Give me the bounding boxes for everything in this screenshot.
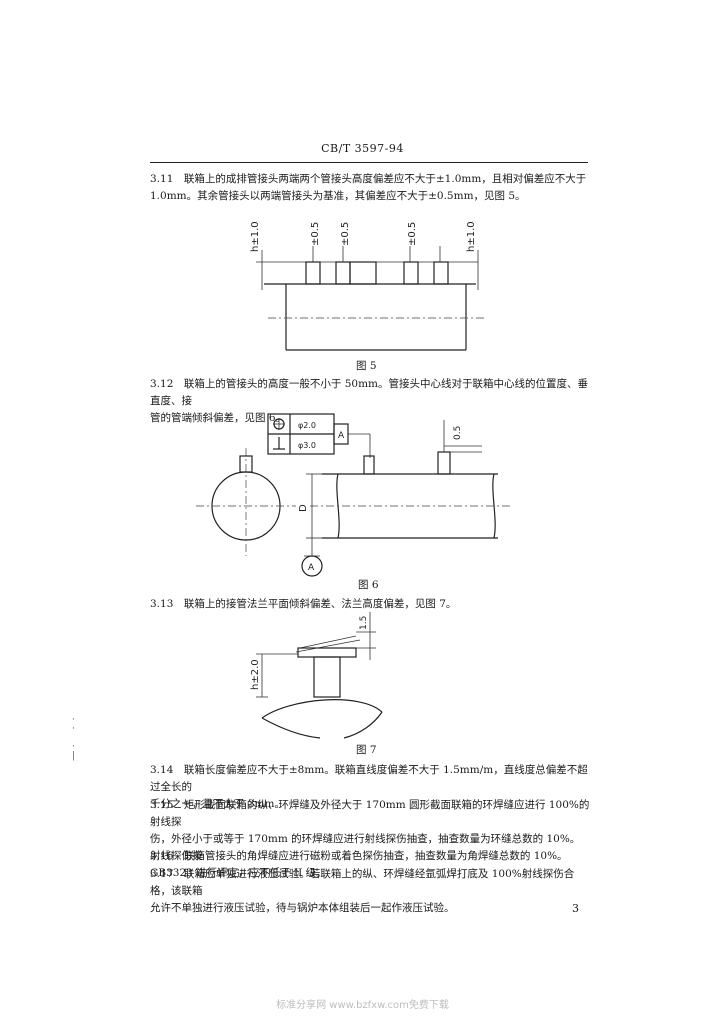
clause-3-13: 3.13 联箱上的接管法兰平面倾斜偏差、法兰高度偏差，见图 7。 — [150, 596, 590, 613]
standard-number-header: CB/T 3597-94 — [321, 142, 404, 155]
fig5-label-tol-2: ±0.5 — [340, 222, 351, 246]
fig5-label-h-left: h±1.0 — [250, 221, 261, 252]
clause-3-12-line-2: 管的管端倾斜偏差，见图 6。 — [150, 412, 287, 424]
fig6-datum-circle-label: A — [308, 563, 315, 573]
fig7-dim-h: h±2.0 — [250, 659, 261, 690]
fig6-tol-top: 0.5 — [453, 426, 463, 440]
clause-3-14-line-1: 3.14 联箱长度偏差应不大于±8mm。联箱直线度偏差不大于 1.5mm/m，直… — [150, 764, 588, 793]
clause-3-14-line-2: 千分之一，且不大于 3mm。 — [150, 798, 285, 810]
clause-3-13-line-1: 3.13 联箱上的接管法兰平面倾斜偏差、法兰高度偏差，见图 7。 — [150, 598, 457, 610]
figure-7-caption: 图 7 — [356, 744, 377, 756]
fig5-label-tol-1: ±0.5 — [310, 222, 321, 246]
clause-3-15-line-1: 3.15 矩形截面联箱的纵、环焊缝及外径大于 170mm 圆形截面联箱的环焊缝应… — [150, 799, 590, 828]
watermark-footer: 标准分享网 www.bzfxw.com免费下载 — [276, 1000, 449, 1011]
clause-3-12-line-1: 3.12 联箱上的管接头的高度一般不小于 50mm。管接头中心线对于联箱中心线的… — [150, 378, 588, 407]
clause-3-17-line-1: 3.17 联箱应单独进行液压试验。若联箱上的纵、环焊缝经氩弧焊打底及 100%射… — [150, 868, 575, 897]
margin-marks: ···| — [72, 715, 76, 761]
header-rule — [150, 162, 588, 163]
page-number: 3 — [572, 902, 579, 915]
clause-3-12: 3.12 联箱上的管接头的高度一般不小于 50mm。管接头中心线对于联箱中心线的… — [150, 376, 590, 427]
clause-3-11-line-2: 1.0mm。其余管接头以两端管接头为基准，其偏差应不大于±0.5mm，见图 5。 — [150, 190, 526, 202]
fig7-dim-top: 1.5 — [359, 616, 369, 630]
fig6-frame-row2-value: φ3.0 — [298, 441, 316, 450]
clause-3-15-line-2: 伤，外径小于或等于 170mm 的环焊缝应进行射线探伤抽查，抽查数量为环缝总数的… — [150, 833, 581, 862]
fig5-label-tol-3: ±0.5 — [407, 222, 418, 246]
fig5-label-h-right: h±1.0 — [466, 221, 477, 252]
figure-5-caption: 图 5 — [356, 360, 377, 372]
clause-3-15-line-3: GB3323 进行评定，应不低于 II 级。 — [150, 867, 327, 879]
clause-3-11: 3.11 联箱上的成排管接头两端两个管接头高度偏差应不大于±1.0mm，且相对偏… — [150, 171, 590, 205]
clause-3-16: 3.16 联箱管接头的角焊缝应进行磁粉或着色探伤抽查，抽查数量为角焊缝总数的 1… — [150, 848, 590, 865]
clause-3-14: 3.14 联箱长度偏差应不大于±8mm。联箱直线度偏差不大于 1.5mm/m，直… — [150, 762, 590, 813]
fig6-dim-d: D — [298, 504, 309, 512]
clause-3-17: 3.17 联箱应单独进行液压试验。若联箱上的纵、环焊缝经氩弧焊打底及 100%射… — [150, 866, 590, 917]
fig6-frame-row1-value: φ2.0 — [298, 421, 316, 430]
clause-3-15: 3.15 矩形截面联箱的纵、环焊缝及外径大于 170mm 圆形截面联箱的环焊缝应… — [150, 797, 590, 882]
clause-3-16-line-1: 3.16 联箱管接头的角焊缝应进行磁粉或着色探伤抽查，抽查数量为角焊缝总数的 1… — [150, 850, 568, 862]
clause-3-17-line-2: 允许不单独进行液压试验，待与锅炉本体组装后一起作液压试验。 — [150, 902, 455, 914]
figure-6-caption: 图 6 — [358, 579, 379, 591]
fig6-datum-ref: A — [338, 431, 345, 441]
clause-3-11-line-1: 3.11 联箱上的成排管接头两端两个管接头高度偏差应不大于±1.0mm，且相对偏… — [150, 173, 587, 185]
